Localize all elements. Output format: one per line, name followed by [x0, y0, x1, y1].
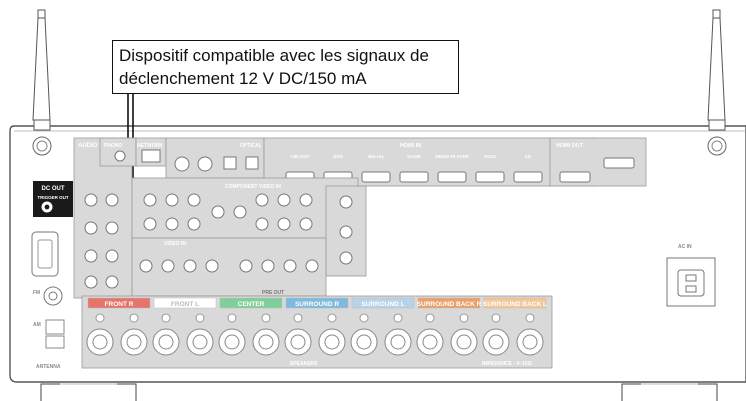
hdmi-input-label: DVD — [333, 154, 343, 159]
callout-line-1: Dispositif compatible avec les signaux d… — [119, 44, 458, 67]
chassis-feet — [41, 384, 717, 401]
hdmi-port — [400, 172, 428, 182]
speaker-zone-label: FRONT R — [105, 301, 134, 308]
hdmi-out-section: HDMI OUT — [550, 138, 646, 186]
rca-jack — [188, 194, 200, 206]
svg-text:HDMI OUT: HDMI OUT — [556, 143, 584, 149]
rca-jack — [256, 194, 268, 206]
rca-jack — [188, 218, 200, 230]
svg-text:FM: FM — [33, 290, 40, 296]
callout-line-2: déclenchement 12 V DC/150 mA — [119, 67, 458, 90]
svg-text:HDMI IN: HDMI IN — [400, 143, 421, 149]
rca-jack — [300, 194, 312, 206]
hdmi-port — [476, 172, 504, 182]
pre-out-jack — [306, 260, 318, 272]
rca-jack — [300, 218, 312, 230]
speaker-zone-label: SURROUND BACK R — [417, 301, 482, 308]
hdmi-input-label: CBL/SAT — [290, 154, 309, 159]
rca-jack — [256, 218, 268, 230]
rca-jack — [144, 218, 156, 230]
pre-out-jack — [140, 260, 152, 272]
hdmi-input-label: AUX2 — [484, 154, 497, 159]
hdmi-input-label: MEDIA PLAYER — [435, 154, 469, 159]
rca-jack — [212, 206, 224, 218]
hdmi-input-label: CD — [525, 154, 532, 159]
callout-box: Dispositif compatible avec les signaux d… — [112, 40, 459, 94]
pre-out-jack — [162, 260, 174, 272]
svg-text:IMPEDANCE : 4~16Ω: IMPEDANCE : 4~16Ω — [482, 361, 532, 367]
dc-out-sublabel: TRIGGER OUT — [37, 195, 69, 200]
svg-text:PHONO: PHONO — [104, 143, 122, 149]
pre-out-jack — [184, 260, 196, 272]
pre-out-jack — [284, 260, 296, 272]
svg-text:VIDEO IN: VIDEO IN — [164, 241, 186, 247]
serial-port — [32, 232, 58, 276]
svg-text:NETWORK: NETWORK — [137, 143, 163, 149]
speaker-zone-label: SURROUND BACK L — [483, 301, 547, 308]
rca-jack — [278, 218, 290, 230]
rca-jack — [166, 194, 178, 206]
svg-text:PRE OUT: PRE OUT — [262, 290, 284, 296]
speaker-terminals-section: FRONT R FRONT L CENTER SURROUND R SURROUND L… — [82, 296, 552, 368]
hdmi-port — [438, 172, 466, 182]
hdmi-input-label: Blu-ray — [368, 154, 384, 159]
speaker-zone-label: SURROUND L — [361, 301, 404, 308]
hdmi-port — [514, 172, 542, 182]
speaker-zone-label: CENTER — [238, 301, 265, 308]
rca-jack — [234, 206, 246, 218]
hdmi-input-label: GAME — [407, 154, 421, 159]
pre-out-jack — [206, 260, 218, 272]
svg-text:COMPONENT VIDEO IN: COMPONENT VIDEO IN — [225, 184, 281, 190]
dc-out-label: DC OUT — [42, 186, 65, 192]
pre-out-jack — [240, 260, 252, 272]
speaker-zone-label: FRONT L — [171, 301, 199, 308]
hdmi-port — [362, 172, 390, 182]
speaker-zone-label: SURROUND R — [295, 301, 339, 308]
rca-jack — [278, 194, 290, 206]
svg-text:SPEAKERS: SPEAKERS — [290, 361, 318, 367]
svg-text:OPTICAL: OPTICAL — [240, 143, 262, 149]
ac-in-label: AC IN — [678, 244, 692, 250]
svg-text:AM: AM — [33, 322, 41, 328]
pre-out-jack — [262, 260, 274, 272]
rca-jack — [144, 194, 156, 206]
pre-out-section: VIDEO IN PRE OUT — [132, 238, 326, 296]
svg-text:ANTENNA: ANTENNA — [36, 364, 61, 370]
rca-jack — [166, 218, 178, 230]
